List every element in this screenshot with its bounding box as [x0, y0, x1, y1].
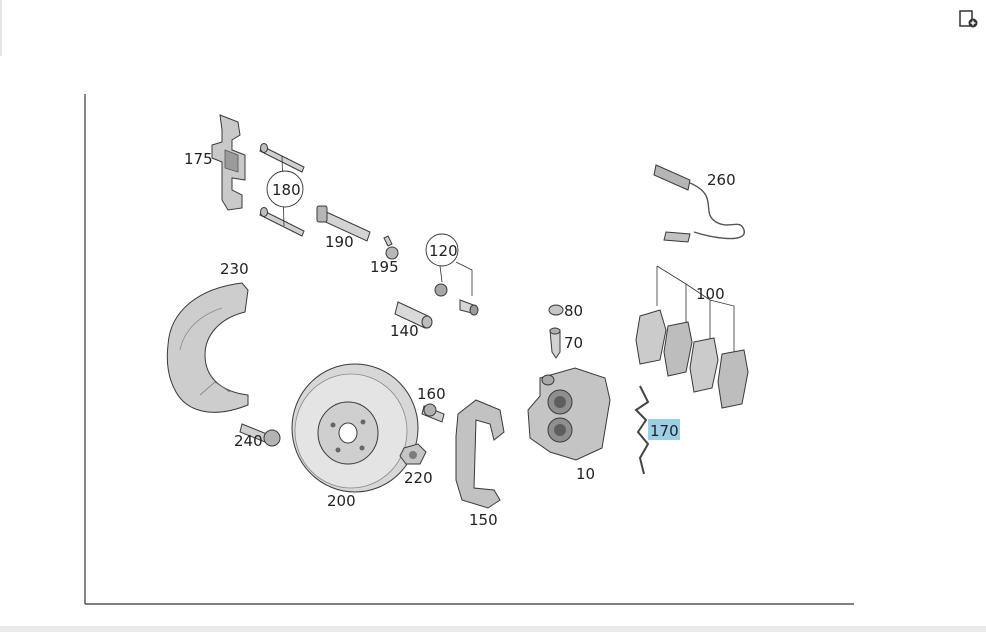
- part-170-spring[interactable]: [634, 385, 650, 475]
- part-160-bolt[interactable]: [421, 403, 445, 423]
- part-70-bleeder[interactable]: [549, 327, 561, 359]
- label-120[interactable]: 120: [429, 242, 458, 260]
- part-150-caliper-bracket[interactable]: [455, 399, 505, 509]
- label-190[interactable]: 190: [325, 233, 354, 251]
- label-240[interactable]: 240: [234, 432, 263, 450]
- label-170-highlight[interactable]: [648, 419, 680, 440]
- part-240-bolt[interactable]: [239, 423, 281, 447]
- label-200[interactable]: 200: [327, 492, 356, 510]
- part-180-guide-pins[interactable]: [259, 143, 305, 237]
- part-220-nut[interactable]: [399, 443, 427, 465]
- label-220[interactable]: 220: [404, 469, 433, 487]
- part-195-screw[interactable]: [383, 235, 399, 260]
- part-175-retainer[interactable]: [211, 114, 246, 211]
- label-10[interactable]: 10: [576, 465, 595, 483]
- label-230[interactable]: 230: [220, 260, 249, 278]
- part-10-caliper[interactable]: [527, 367, 611, 461]
- label-260[interactable]: 260: [707, 171, 736, 189]
- part-140-sleeve[interactable]: [394, 301, 433, 329]
- part-200-brake-disc[interactable]: [291, 363, 419, 493]
- label-100[interactable]: 100: [696, 285, 725, 303]
- label-140[interactable]: 140: [390, 322, 419, 340]
- part-120-bushings[interactable]: [425, 233, 479, 316]
- label-195[interactable]: 195: [370, 258, 399, 276]
- left-edge-rule: [0, 0, 2, 56]
- label-150[interactable]: 150: [469, 511, 498, 529]
- label-180[interactable]: 180: [272, 181, 301, 199]
- add-document-icon: [959, 10, 978, 28]
- part-260-wear-sensor[interactable]: [653, 164, 745, 243]
- label-80[interactable]: 80: [564, 302, 583, 320]
- part-100-brake-pads[interactable]: [635, 265, 749, 409]
- bottom-strip: [0, 626, 986, 632]
- label-160[interactable]: 160: [417, 385, 446, 403]
- label-170[interactable]: 170: [650, 422, 679, 440]
- label-70[interactable]: 70: [564, 334, 583, 352]
- label-175[interactable]: 175: [184, 150, 213, 168]
- part-80-cap[interactable]: [548, 304, 564, 316]
- part-230-dust-shield[interactable]: [166, 282, 249, 413]
- part-190-bolt[interactable]: [316, 205, 371, 242]
- add-document-button[interactable]: [958, 8, 980, 30]
